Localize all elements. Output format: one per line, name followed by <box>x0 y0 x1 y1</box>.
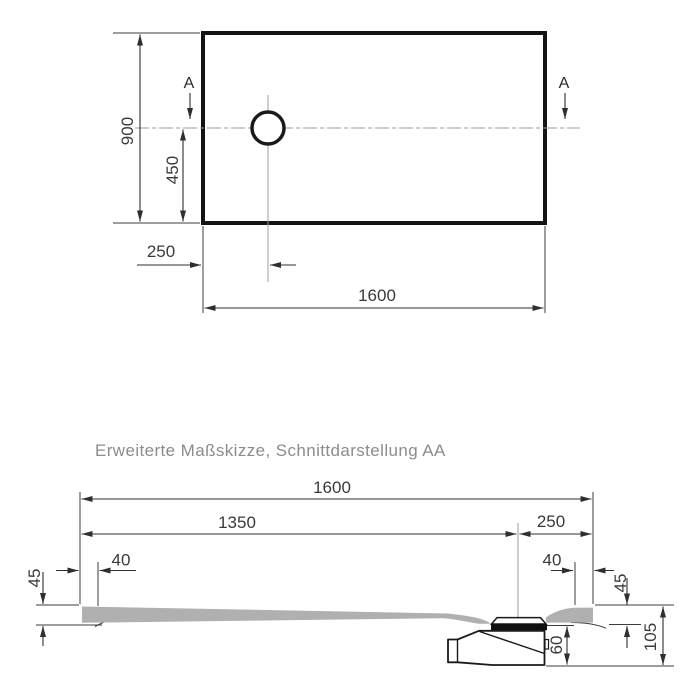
dim-label-drain-from-bottom: 450 <box>163 156 182 184</box>
dim-label-depth: 900 <box>118 117 137 145</box>
dim-label-rim-height-left: 45 <box>25 569 44 588</box>
tray-profile-left <box>82 606 491 624</box>
drain-circle <box>250 110 286 146</box>
tray-profile-right <box>546 607 593 623</box>
dim-label-width: 1600 <box>358 286 396 305</box>
section-view: Erweiterte Maßskizze, Schnittdarstellung… <box>25 441 674 667</box>
trap-slope-line <box>479 630 545 655</box>
section-marker-a-right: A <box>559 75 570 92</box>
dim-label-drain-from-left: 1350 <box>218 513 256 532</box>
dim-label-drain-from-left: 250 <box>147 242 175 261</box>
plan-view: 900 450 A A 250 1600 <box>113 31 580 313</box>
dim-label-edge-offset-right: 40 <box>543 551 562 570</box>
dim-label-edge-offset-left: 40 <box>112 551 131 570</box>
floor-recess-curve <box>570 622 607 629</box>
dim-label-total-depth: 105 <box>641 623 660 651</box>
section-title: Erweiterte Maßskizze, Schnittdarstellung… <box>95 441 446 460</box>
drain-seal <box>491 624 547 631</box>
waste-trap-outline <box>447 629 546 666</box>
dim-label-rim-height-right: 45 <box>611 574 630 593</box>
dim-label-total-width: 1600 <box>313 478 351 497</box>
trap-outlet-stub <box>544 638 550 650</box>
dim-label-drain-from-right: 250 <box>537 512 565 531</box>
drain-flange <box>489 616 548 625</box>
dim-label-trap-depth: 60 <box>547 636 566 655</box>
section-marker-a-left: A <box>184 75 195 92</box>
